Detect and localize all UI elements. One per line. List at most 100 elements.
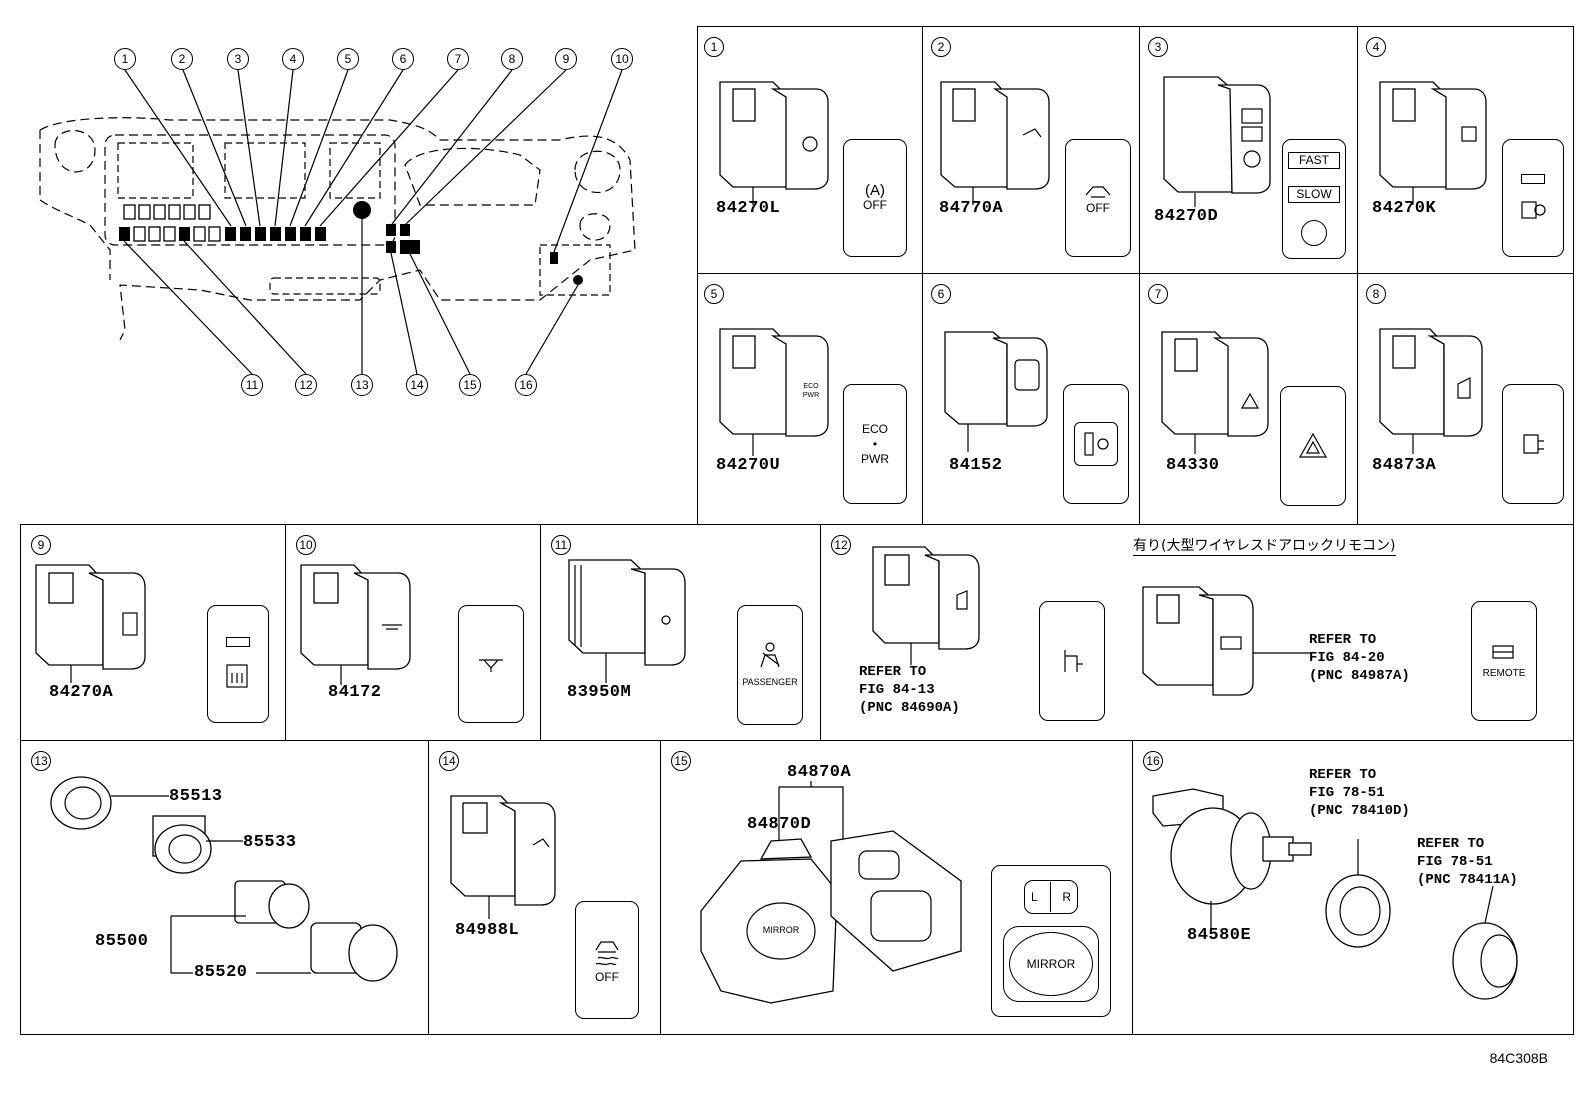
cell-number: 16 (1143, 751, 1163, 771)
callout-16[interactable]: 16 (515, 374, 537, 396)
switch-face (1280, 386, 1346, 506)
switch-face: FAST SLOW (1282, 139, 1346, 259)
descent-control-icon (1301, 219, 1327, 246)
cell-number: 12 (831, 535, 851, 555)
part-number: 84172 (328, 683, 382, 702)
cell-15: 15 84870A 84870D MIRROR L R MIRROR (660, 740, 1133, 1035)
seat-heater-icon (226, 664, 248, 688)
cell-13: 13 85513 85533 85500 85520 (20, 740, 429, 1035)
callout-11[interactable]: 11 (241, 374, 263, 396)
part-number: 84580E (1187, 926, 1252, 945)
cell-1: 1 84270L (A) OFF (697, 26, 923, 274)
cell-14: 14 84988L OFF (428, 740, 661, 1035)
part-number: 84270L (716, 199, 781, 218)
cell-16: 16 84580E REFER TO FIG 78-51 (PNC 78410D… (1132, 740, 1574, 1035)
switch-drawing (1152, 788, 1518, 1000)
part-number: 83950M (567, 683, 632, 702)
cell-4: 4 84270K (1357, 26, 1574, 274)
part-85513: 85513 (169, 787, 223, 806)
callout-1[interactable]: 1 (114, 48, 136, 70)
cell-number: 8 (1366, 284, 1386, 304)
dashboard-overview: 1 2 3 4 5 6 7 8 9 10 11 12 13 14 15 16 (0, 0, 680, 420)
cell-number: 3 (1148, 37, 1168, 57)
mirror-switch-face: L R MIRROR (991, 865, 1111, 1017)
room-lamp-icon (479, 659, 503, 672)
cell-number: 9 (31, 535, 51, 555)
callout-4[interactable]: 4 (282, 48, 304, 70)
switch-drawing (719, 81, 829, 205)
callout-2[interactable]: 2 (171, 48, 193, 70)
cell-9: 9 84270A (20, 524, 286, 741)
callout-13[interactable]: 13 (351, 374, 373, 396)
switch-face: PASSENGER (737, 605, 803, 725)
refer-fig-84-13[interactable]: REFER TO FIG 84-13 (PNC 84690A) (859, 664, 960, 716)
lr-divider (1049, 882, 1051, 912)
switch-drawing (1379, 81, 1487, 205)
switch-drawing (719, 328, 829, 456)
switch-drawing (872, 546, 1311, 696)
vsc-icon (1085, 185, 1111, 198)
switch-face: OFF (1065, 139, 1131, 257)
callout-15[interactable]: 15 (459, 374, 481, 396)
remote-option-note: 有り(大型ワイヤレスドアロックリモコン) (1133, 535, 1396, 556)
switch-drawing (1379, 328, 1483, 454)
passenger-label: PASSENGER (742, 676, 798, 687)
refer-fig-78-51-78410D[interactable]: REFER TO FIG 78-51 (PNC 78410D) (1309, 767, 1410, 819)
cell-8: 8 84873A (1357, 273, 1574, 525)
callout-10[interactable]: 10 (611, 48, 633, 70)
eco-label: ECO (861, 421, 888, 436)
switch-symbol: (A) (865, 182, 885, 199)
switch-face (207, 605, 269, 723)
callout-5[interactable]: 5 (337, 48, 359, 70)
callout-8[interactable]: 8 (501, 48, 523, 70)
seatbelt-icon (760, 641, 780, 667)
part-85533: 85533 (243, 833, 297, 852)
headlamp-level-icon (1074, 422, 1118, 466)
part-number: 84988L (455, 921, 520, 940)
switch-label: OFF (863, 198, 887, 212)
callout-14[interactable]: 14 (406, 374, 428, 396)
part-number: 84270A (49, 683, 114, 702)
cell-number: 15 (671, 751, 691, 771)
mirror-switch-drawing (700, 781, 962, 1004)
part-number: 84270U (716, 456, 781, 475)
cell-number: 10 (296, 535, 316, 555)
switch-label: OFF (1086, 200, 1110, 215)
separator-dot: • (872, 436, 878, 451)
callout-3[interactable]: 3 (227, 48, 249, 70)
switch-label: OFF (595, 969, 619, 984)
diff-lock-icon (1521, 201, 1546, 219)
callout-7[interactable]: 7 (447, 48, 469, 70)
cell-number: 2 (931, 37, 951, 57)
switch-drawing (568, 559, 686, 683)
switch-face: (A) OFF (843, 139, 907, 257)
cell-11: 11 83950M PASSENGER (540, 524, 821, 741)
indicator-slot (226, 637, 250, 647)
remote-label: REMOTE (1482, 667, 1526, 679)
callout-6[interactable]: 6 (392, 48, 414, 70)
switch-face (1063, 384, 1129, 504)
mirror-knob-label: MIRROR (762, 925, 800, 935)
switch-face (1502, 384, 1564, 504)
mirror-adjust-knob: MIRROR (1009, 932, 1093, 996)
callout-9[interactable]: 9 (555, 48, 577, 70)
cell-number: 4 (1366, 37, 1386, 57)
switch-drawing (1163, 76, 1271, 207)
callout-12[interactable]: 12 (295, 374, 317, 396)
cell-7: 7 84330 (1139, 273, 1358, 525)
mirror-adjust-pad: MIRROR (1003, 926, 1099, 1002)
mirror-label: MIRROR (1026, 956, 1076, 971)
refer-fig-78-51-78411A[interactable]: REFER TO FIG 78-51 (PNC 78411A) (1417, 836, 1518, 888)
switch-face (1502, 139, 1564, 257)
cell-2: 2 84770A OFF (922, 26, 1140, 274)
part-84870A: 84870A (787, 763, 852, 782)
traction-off-icon (595, 940, 619, 965)
refer-fig-84-20[interactable]: REFER TO FIG 84-20 (PNC 84987A) (1309, 632, 1410, 684)
part-85500: 85500 (95, 932, 149, 951)
hazard-icon (1298, 432, 1328, 458)
switch-drawing (300, 564, 411, 685)
lr-selector: L R (1024, 880, 1078, 914)
part-number: 84270K (1372, 199, 1437, 218)
